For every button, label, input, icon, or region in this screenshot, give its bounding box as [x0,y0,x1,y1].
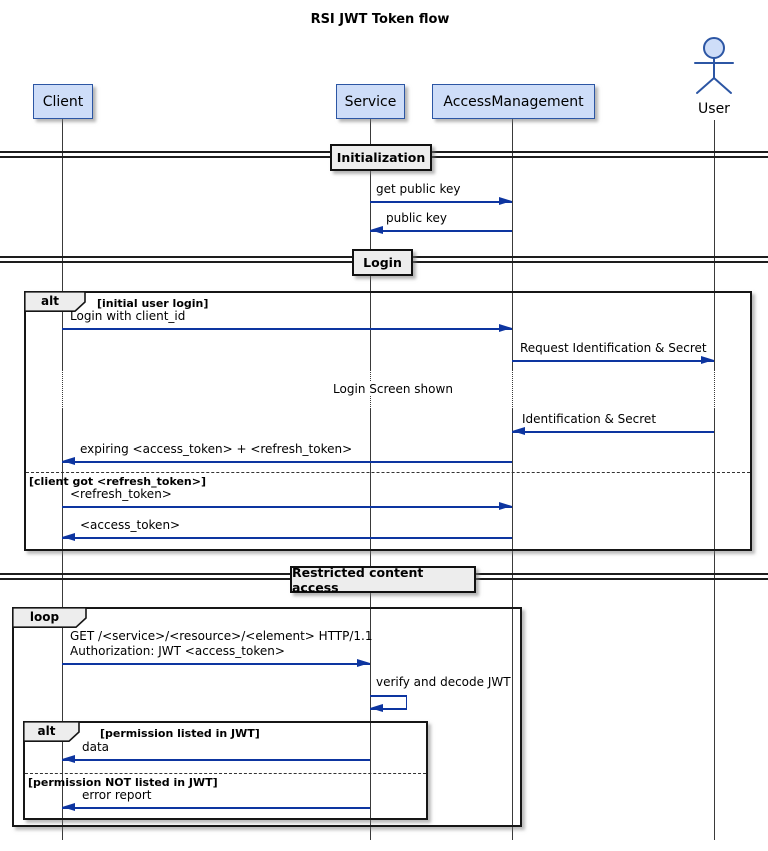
message-label: expiring <access_token> + <refresh_token… [80,442,353,456]
message-label: GET /<service>/<resource>/<element> HTTP… [70,629,373,643]
lifeline-service [370,117,371,370]
message-label: Identification & Secret [522,412,657,426]
delay-note-label: Login Screen shown [330,382,456,396]
frame-separator [25,773,426,774]
message-label: get public key [376,182,461,196]
message-label: public key [386,211,447,225]
message-line [370,708,407,710]
alt-frame: alt [permission listed in JWT] [permission… [23,721,428,820]
user-actor-icon [690,34,738,96]
message-arrowhead [357,659,370,667]
diagram-title: RSI JWT Token flow [310,12,450,27]
message-arrowhead [512,427,525,435]
message-arrowhead [62,803,75,811]
divider-label: Initialization [330,144,432,171]
frame-tab [23,721,80,742]
participant-service: Service [336,84,405,119]
lifeline-user [714,120,715,370]
frame-operator-label: alt [41,294,59,308]
alt-frame: alt [initial user login] [client got <refr… [24,291,752,551]
message-line [62,663,370,665]
message-arrowhead [499,197,512,205]
message-arrowhead [370,226,383,234]
message-arrowhead [62,533,75,541]
lifeline-access [512,370,513,409]
divider-label: Login [352,249,413,276]
message-arrowhead [499,502,512,510]
message-line [512,360,714,362]
divider-label: Restricted content access [290,565,476,595]
frame-condition-label: [initial user login] [97,297,209,310]
message-label: Request Identification & Secret [520,341,707,355]
message-arrowhead [370,704,383,712]
message-line [370,695,407,697]
lifeline-client [62,117,63,370]
loop-frame: loop [12,607,522,827]
message-label: verify and decode JWT [376,675,511,689]
frame-condition-label: [permission listed in JWT] [100,727,260,740]
message-line [62,506,512,508]
message-label: <refresh_token> [70,487,172,501]
lifeline-user [714,409,715,840]
message-line [512,431,714,433]
lifeline-user [714,370,715,409]
message-label: Login with client_id [70,309,186,323]
lifeline-access [512,409,513,840]
message-line [62,461,512,463]
message-label: <access_token> [80,518,181,532]
message-line [406,695,407,708]
message-line [62,759,370,761]
lifeline-service [370,409,371,840]
message-arrowhead [499,324,512,332]
message-line [370,230,512,232]
message-line [62,537,512,539]
participant-access: AccessManagement [432,84,595,119]
message-label: error report [82,788,152,802]
frame-separator-label: [permission NOT listed in JWT] [28,776,218,789]
frame-separator-label: [client got <refresh_token>] [29,475,207,488]
message-label: Authorization: JWT <access_token> [70,644,285,658]
message-label: data [82,740,110,754]
frame-operator-label: loop [29,610,60,624]
participant-user: User [698,101,730,117]
message-line [62,328,512,330]
message-line [370,201,512,203]
message-arrowhead [701,356,714,364]
frame-tab [24,291,86,312]
lifeline-client [62,370,63,409]
message-arrowhead [62,755,75,763]
frame-operator-label: alt [37,724,56,738]
frame-tab [12,607,87,628]
frame-separator [26,472,750,473]
message-arrowhead [62,457,75,465]
lifeline-access [512,117,513,370]
participant-client: Client [33,84,93,119]
message-line [62,807,370,809]
